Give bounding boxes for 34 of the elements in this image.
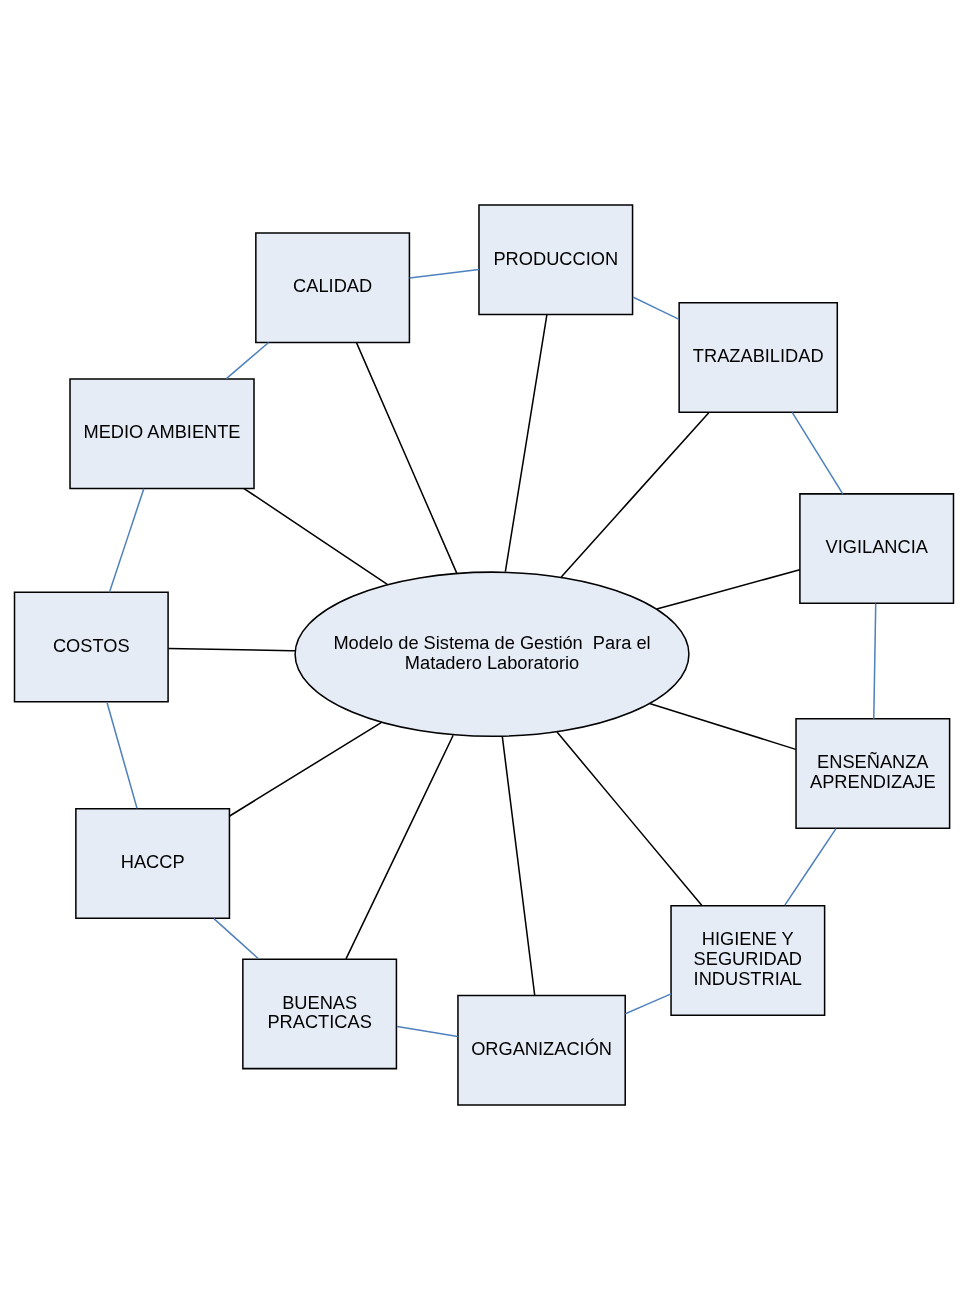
node-box: MEDIO AMBIENTE bbox=[69, 377, 255, 489]
connector bbox=[632, 295, 680, 320]
connector bbox=[106, 700, 138, 809]
connector bbox=[873, 602, 877, 719]
connector bbox=[655, 568, 801, 610]
node-ellipse: Modelo de Sistema de Gestión Para el Matadero Laboratorio bbox=[294, 570, 690, 737]
connector bbox=[167, 647, 296, 651]
node-box: PRODUCCION bbox=[478, 203, 634, 315]
node-box: CALIDAD bbox=[255, 231, 411, 343]
connector bbox=[408, 268, 480, 279]
connector bbox=[791, 411, 844, 495]
connector bbox=[225, 341, 270, 379]
connector bbox=[560, 411, 710, 578]
connector bbox=[648, 702, 797, 750]
node-box: ENSEÑANZA APRENDIZAJE bbox=[795, 717, 951, 829]
node-box: COSTOS bbox=[13, 591, 169, 703]
connector bbox=[213, 917, 260, 959]
connector bbox=[243, 487, 389, 585]
node-box: ORGANIZACIÓN bbox=[457, 994, 626, 1106]
connector bbox=[556, 730, 703, 906]
node-box: HACCP bbox=[75, 807, 231, 919]
connector bbox=[624, 992, 672, 1014]
node-box: TRAZABILIDAD bbox=[678, 301, 839, 413]
node-box: VIGILANCIA bbox=[799, 492, 955, 604]
connector bbox=[108, 487, 145, 593]
connector bbox=[396, 1025, 459, 1037]
node-box: BUENAS PRACTICAS bbox=[242, 957, 398, 1069]
connector bbox=[355, 341, 458, 574]
connector bbox=[345, 734, 454, 960]
connector bbox=[228, 721, 382, 817]
connector bbox=[784, 827, 837, 906]
node-box: HIGIENE Y SEGURIDAD INDUSTRIAL bbox=[670, 904, 826, 1016]
connector bbox=[504, 313, 548, 572]
connector bbox=[501, 735, 536, 996]
